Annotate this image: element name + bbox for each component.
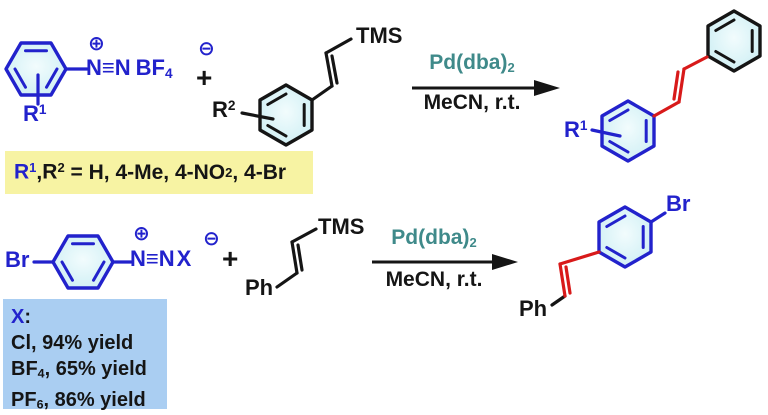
yield-line: Cl, 94% yield <box>11 330 167 356</box>
double-bond-inner <box>564 265 572 295</box>
reaction-arrow-1 <box>412 80 560 96</box>
counterion-base: BF <box>135 55 165 80</box>
note1-no2-sub: 2 <box>225 165 233 180</box>
note1-values-post: , 4-Br <box>232 160 287 184</box>
benzene-ring-phenyl <box>706 9 762 73</box>
benzene-ring <box>51 234 115 290</box>
tms-label: TMS <box>356 23 403 48</box>
bond-vinyl-to-tms <box>290 227 318 244</box>
catalyst-base: Pd(dba) <box>429 51 508 74</box>
r1-sup: 1 <box>29 160 37 176</box>
minus-charge-icon: ⊖ <box>203 228 220 250</box>
yield-sub: 6 <box>36 397 44 412</box>
r2-base: R <box>42 160 58 184</box>
reactant2-styryl-tms-structure <box>240 37 353 147</box>
note1-r2: R2 <box>42 160 64 185</box>
r1-sup: 1 <box>579 118 588 134</box>
bond-ph-to-vinyl <box>275 271 299 289</box>
vinyl-bond-red <box>558 250 601 266</box>
bond-vinyl-to-tms <box>324 37 353 55</box>
counterion-yield-note: X: Cl, 94% yield BF4, 65% yield PF6, 86%… <box>3 299 167 411</box>
benzene-ring-aryl <box>600 99 656 163</box>
double-bond-inner <box>296 243 304 272</box>
product1-stilbene-structure <box>590 9 762 163</box>
product-substituent-label-r1: R1 <box>564 119 587 141</box>
tms-label: TMS <box>318 214 365 239</box>
bond-r2-variable <box>240 111 275 121</box>
double-bond-main <box>324 51 334 88</box>
vinyl-bond-red <box>652 100 681 118</box>
arrow-head <box>492 254 518 270</box>
arrow-head <box>534 80 560 96</box>
bond-ring-to-br <box>649 211 667 224</box>
double-bond-main <box>290 240 299 275</box>
r2-sup: 2 <box>57 160 65 176</box>
reactant1-bromoaryl-diazonium-structure <box>32 234 133 290</box>
benzene-ring <box>4 41 68 97</box>
n2-group: N≡N <box>130 246 175 271</box>
yield-line: PF6, 86% yield <box>11 387 167 415</box>
benzene-ring <box>258 83 314 147</box>
plus-sign: + <box>196 62 213 93</box>
r2-base: R <box>212 97 228 122</box>
reactant1-aryl-diazonium-structure <box>4 41 89 106</box>
catalyst-label: Pd(dba)2 <box>400 52 544 74</box>
yield-sub: 4 <box>37 366 45 381</box>
bond-ph-to-vinyl <box>550 294 567 307</box>
reactant2-styryl-tms-structure <box>275 227 318 289</box>
product-br-label: Br <box>666 191 691 216</box>
note1-sep: , <box>36 160 43 184</box>
catalyst-sub: 2 <box>469 234 477 250</box>
br-label: Br <box>5 247 30 272</box>
double-bond-inner <box>330 54 339 85</box>
n2-group: N≡N <box>86 55 131 80</box>
solvent-label: MeCN, r.t. <box>423 91 521 114</box>
catalyst-base: Pd(dba) <box>391 226 470 249</box>
minus-charge-icon: ⊖ <box>198 38 215 60</box>
counterion-sub: 4 <box>164 66 173 81</box>
reaction-arrow-2 <box>372 254 518 270</box>
note2-header: X: <box>11 304 167 330</box>
solvent-label: MeCN, r.t. <box>385 268 483 291</box>
substituent-label-r1: R1 <box>23 103 46 125</box>
plus-charge-icon: ⊕ <box>133 223 150 245</box>
double-bond-main <box>677 67 686 104</box>
counterion-x: X <box>176 246 192 271</box>
note2-x: X <box>11 306 25 328</box>
substituent-label-r2: R2 <box>212 99 235 121</box>
product2-bromostilbene-structure <box>550 205 667 307</box>
yield-line: BF4, 65% yield <box>11 356 167 387</box>
r2-sup: 2 <box>227 98 236 114</box>
yield-post: , 65% yield <box>44 358 147 380</box>
note2-colon: : <box>24 306 32 328</box>
diazonium-group-label: N≡NX <box>130 248 191 270</box>
catalyst-sub: 2 <box>507 59 515 75</box>
plus-sign: + <box>222 243 239 274</box>
product-ph-label: Ph <box>519 296 548 321</box>
note1-values-pre: = H, 4-Me, 4-NO <box>64 160 226 184</box>
yield-post: , 86% yield <box>43 388 146 411</box>
benzene-ring-aryl <box>597 205 653 269</box>
r1-base: R <box>14 160 30 184</box>
catalyst-label: Pd(dba)2 <box>362 227 506 249</box>
bond-ring-to-vinyl <box>310 84 334 102</box>
r1-sup: 1 <box>38 102 47 118</box>
yield-pre: Cl, 94% yield <box>11 332 134 354</box>
bond-r1-variable <box>590 128 622 138</box>
r1-base: R <box>23 101 39 126</box>
note1-r1: R1 <box>14 160 36 185</box>
yield-pre: PF <box>11 388 37 411</box>
r1-base: R <box>564 117 580 142</box>
vinyl-bond-red <box>682 55 709 71</box>
ph-label: Ph <box>245 275 274 300</box>
yield-pre: BF <box>11 358 38 380</box>
plus-charge-icon: ⊕ <box>88 33 105 55</box>
double-bond-main <box>558 262 567 298</box>
double-bond-inner <box>672 70 680 101</box>
